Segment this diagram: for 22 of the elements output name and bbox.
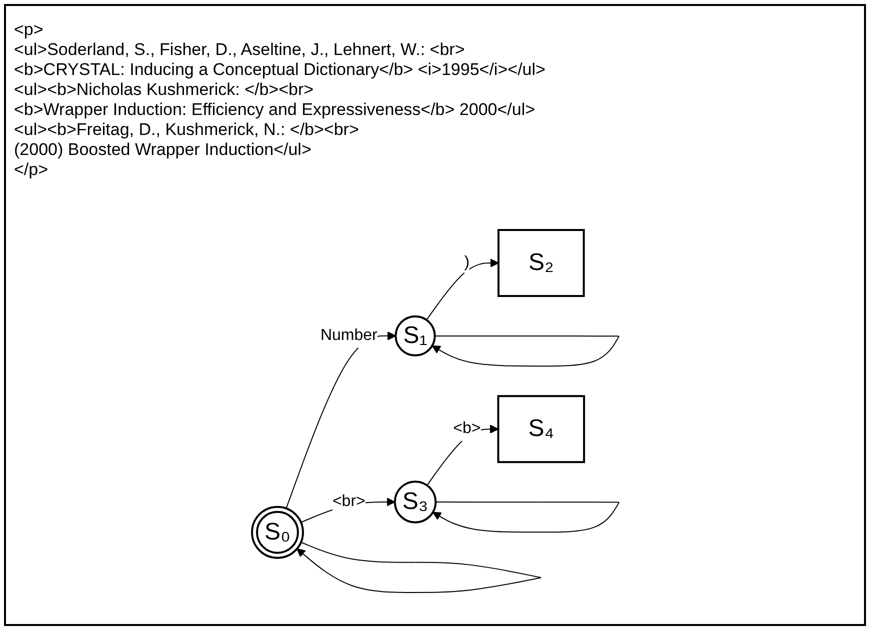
code-line: </p> — [14, 160, 48, 180]
node-circle: S₀ — [251, 506, 304, 559]
edge-label: <br> — [332, 492, 366, 510]
arrow — [426, 258, 500, 320]
code-line: (2000) Boosted Wrapper Induction</ul> — [14, 140, 312, 160]
code-line: <ul><b>Nicholas Kushmerick: </b><br> — [14, 80, 314, 100]
node-box: S₄ — [498, 394, 586, 463]
arrow — [286, 331, 396, 509]
arrow — [296, 542, 542, 593]
arrow — [432, 501, 620, 532]
edge-label: ) — [464, 254, 470, 271]
code-line: <b>CRYSTAL: Inducing a Conceptual Dictionary</b> <i>1995</i></ul> — [14, 60, 546, 80]
node-circle: S₃ — [394, 480, 438, 524]
code-line: <b>Wrapper Induction: Efficiency and Expressiveness</b> 2000</ul> — [14, 100, 536, 120]
edge-label: <b> — [454, 420, 482, 437]
node-circle: S₁ — [395, 315, 436, 356]
code-line: <ul><b>Freitag, D., Kushmerick, N.: </b><br> — [14, 120, 359, 140]
code-line: <p> — [14, 20, 44, 40]
node-box: S₂ — [498, 228, 586, 297]
arrow — [432, 335, 620, 366]
edge-label: Number — [320, 326, 378, 344]
code-line: <ul>Soderland, S., Fisher, D., Aseltine, J., Lehnert, W.: <br> — [14, 40, 465, 60]
